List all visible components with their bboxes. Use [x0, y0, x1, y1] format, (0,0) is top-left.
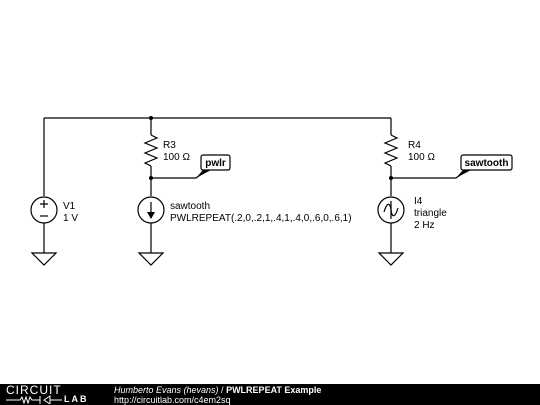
circuitlab-logo[interactable]: CIRCUIT LAB: [6, 384, 96, 405]
schematic: V1 1 V R3 100 Ω pwlr sawtooth PWLREPEAT(…: [30, 116, 513, 266]
svg-text:sawtooth: sawtooth: [465, 158, 509, 169]
sawtooth-source-name: sawtooth: [170, 201, 210, 212]
r4-value: 100 Ω: [408, 152, 435, 163]
circuit-title: PWLREPEAT Example: [226, 385, 322, 395]
v1-source[interactable]: [30, 196, 58, 224]
v1-name: V1: [63, 201, 76, 212]
circuit-url[interactable]: http://circuitlab.com/c4em2sq: [114, 395, 231, 405]
sawtooth-source-value: PWLREPEAT(.2,0,.2,1,.4,1,.4,0,.6,0,.6,1): [170, 213, 352, 224]
r4-resistor[interactable]: [383, 134, 399, 167]
logo-waveform-icon: [6, 395, 62, 404]
ground-symbol: [377, 252, 405, 266]
ground-symbol: [30, 252, 58, 266]
i4-name: I4: [414, 196, 423, 207]
credit-separator: /: [218, 385, 227, 395]
r3-name: R3: [163, 140, 176, 151]
i4-ac-current-source[interactable]: [377, 196, 405, 224]
r3-resistor[interactable]: [143, 134, 159, 167]
logo-text-bottom: LAB: [64, 394, 89, 404]
i4-frequency: 2 Hz: [414, 220, 435, 231]
logo-text-top: CIRCUIT: [6, 383, 62, 397]
pwlr-net-tag[interactable]: pwlr: [196, 154, 231, 178]
pwlr-wire: [151, 169, 208, 179]
sawtooth-tag-wire: [391, 169, 468, 179]
r4-name: R4: [408, 140, 421, 151]
sawtooth-current-source[interactable]: [137, 196, 165, 224]
r3-value: 100 Ω: [163, 152, 190, 163]
author-name[interactable]: Humberto Evans (hevans): [114, 385, 219, 395]
v1-value: 1 V: [63, 213, 78, 224]
sawtooth-net-tag[interactable]: sawtooth: [456, 154, 513, 178]
credit-line: Humberto Evans (hevans) / PWLREPEAT Exam…: [114, 385, 321, 395]
ground-symbol: [137, 252, 165, 266]
footer-bar: CIRCUIT LAB Humberto Evans (hevans) / PW…: [0, 384, 540, 405]
svg-text:pwlr: pwlr: [205, 158, 226, 169]
i4-type: triangle: [414, 208, 447, 219]
